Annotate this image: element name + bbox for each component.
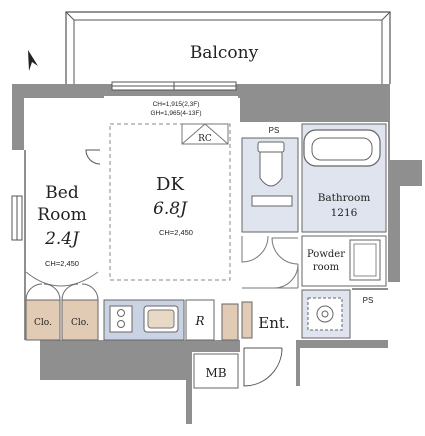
dk-label: DK [156, 174, 184, 195]
balcony-windows [111, 81, 237, 91]
meter-box: MB [193, 353, 239, 389]
powder-room-label-line1: Powder [307, 249, 345, 260]
dk-size: 6.8J [153, 199, 188, 219]
balcony-label: Balcony [190, 43, 259, 63]
powder-room: Powder room [301, 235, 387, 339]
powder-room-label-line2: room [313, 262, 340, 273]
bathroom-size: 1216 [331, 207, 358, 219]
entrance-label: Ent. [258, 314, 289, 332]
entrance: Ent. [241, 301, 290, 387]
ps-top: PS [254, 122, 294, 136]
ceiling-note-2: GH=1,965(4-13F) [150, 110, 201, 117]
closet-2-label: Clo. [71, 318, 89, 328]
closet-1-label: Clo. [34, 318, 52, 328]
ps-top-label: PS [269, 126, 280, 135]
bedroom-label-line2: Room [37, 205, 86, 225]
ps-right-label: PS [363, 296, 374, 305]
wall-shell [12, 84, 420, 424]
closet-2 [61, 299, 99, 341]
rc-label: RC [198, 134, 212, 144]
closet-1 [25, 299, 61, 341]
dk-ceiling-drop: RC [109, 123, 231, 281]
toilet-room [241, 137, 299, 233]
balcony: Balcony [65, 11, 391, 84]
walls [12, 84, 420, 424]
bedroom-label-line1: Bed [45, 183, 79, 203]
ceiling-note-1: CH=1,915(2,3F) [153, 101, 200, 108]
bedroom-size: 2.4J [44, 229, 80, 249]
fridge-label: R [194, 314, 204, 328]
hallway-doors [241, 235, 299, 289]
dk-ceiling: CH=2,450 [159, 228, 193, 237]
bedroom-door [25, 149, 101, 287]
mb-label: MB [205, 366, 226, 380]
bathroom-label: Bathroom [318, 192, 371, 204]
closets: Clo. Clo. [25, 283, 99, 341]
bedroom-window [11, 195, 23, 241]
kitchen-counter: R [103, 299, 239, 341]
bathroom: Bathroom 1216 [301, 123, 387, 233]
bedroom-ceiling: CH=2,450 [45, 259, 79, 268]
north-arrow-icon [28, 50, 38, 71]
